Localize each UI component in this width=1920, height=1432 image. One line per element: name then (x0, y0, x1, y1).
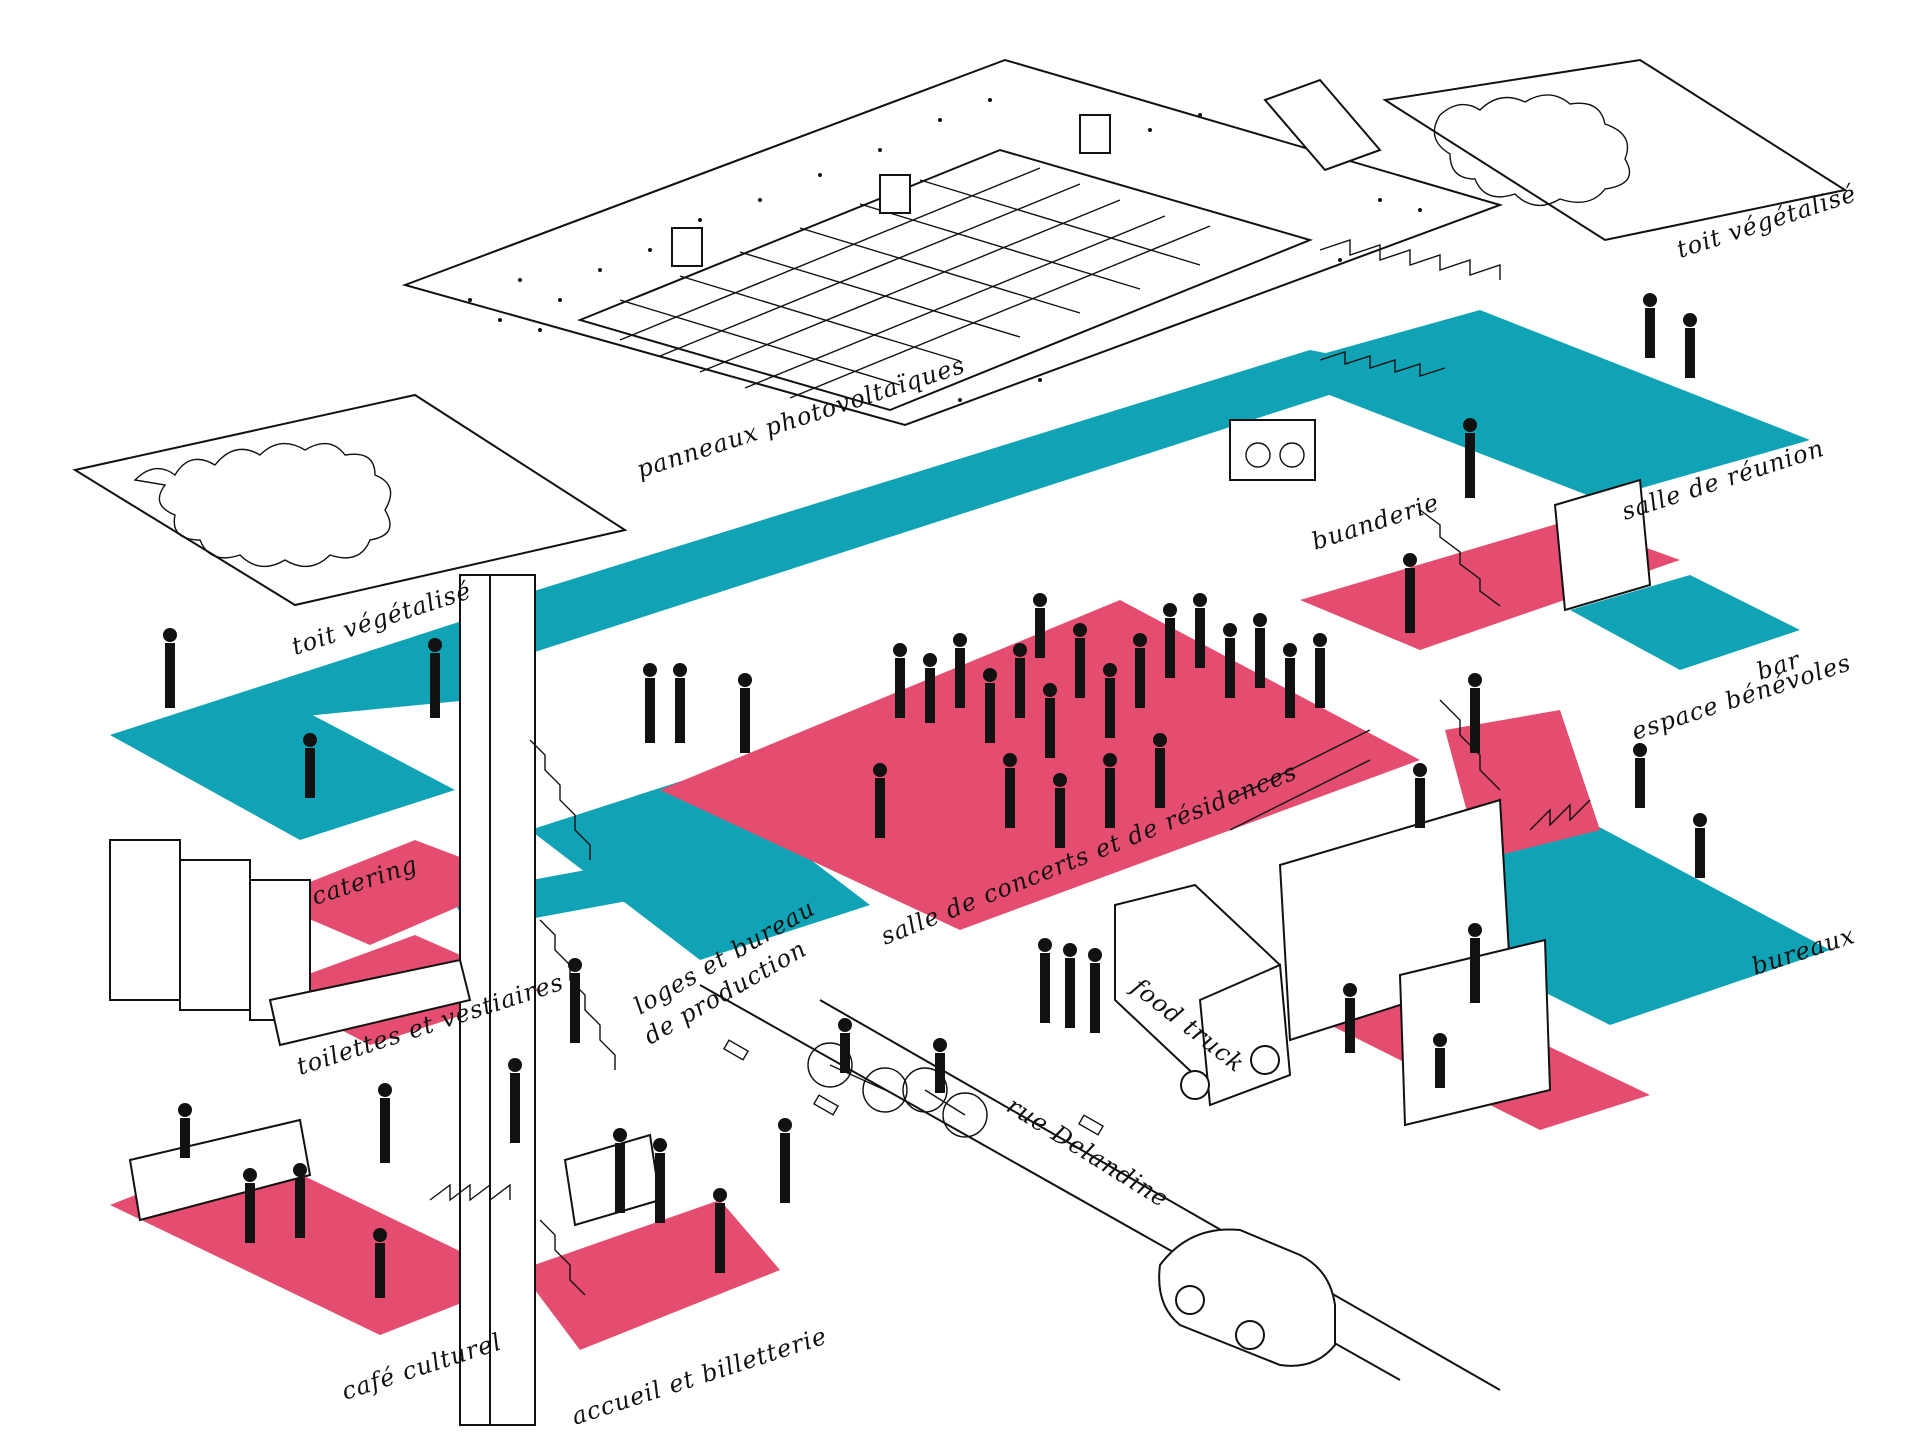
food-truck: food truck (1114, 883, 1292, 1107)
stairs (429, 239, 1591, 1296)
label-espace-benevoles: espace bénévoles (1628, 648, 1854, 745)
people-crowd (163, 293, 1707, 1298)
green-roof-right (1382, 58, 1848, 242)
label-buanderie: buanderie (1308, 488, 1443, 556)
photovoltaic-roof (401, 58, 1504, 427)
bicycles (807, 1042, 988, 1138)
car (1158, 1228, 1336, 1367)
green-roof-left (72, 393, 628, 607)
label-rue: rue Delandine (1002, 1091, 1174, 1213)
